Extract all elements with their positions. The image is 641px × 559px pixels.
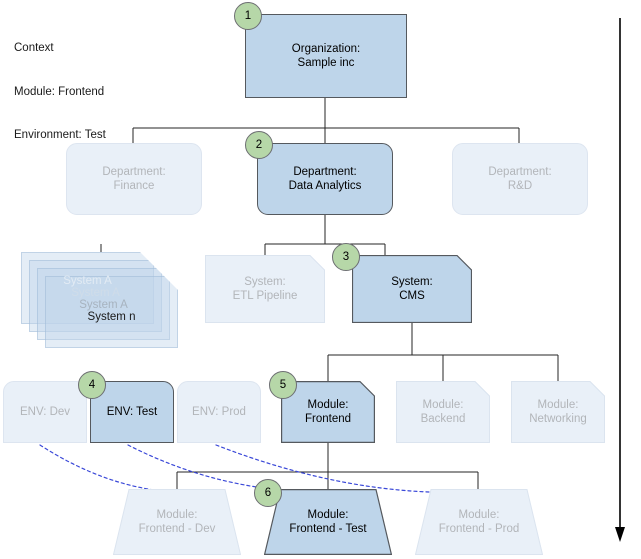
system-stack-label-1: System A — [63, 275, 112, 287]
node-department-data-analytics[interactable]: Department: Data Analytics — [257, 143, 393, 215]
badge-3[interactable]: 3 — [332, 243, 360, 271]
dashed-test-link — [127, 444, 323, 493]
dashed-prod-link — [215, 444, 473, 493]
node-department-rnd-label: Department: R&D — [488, 165, 552, 193]
node-module-frontend-label: Module: Frontend — [304, 398, 352, 425]
node-department-rnd[interactable]: Department: R&D — [452, 143, 588, 215]
context-environment: Environment: Test — [14, 129, 106, 141]
timeline-arrow — [615, 18, 625, 542]
context-caption: Context Module: Frontend Environment: Te… — [14, 12, 106, 172]
node-module-networking-label: Module: Networking — [529, 398, 587, 425]
badge-6[interactable]: 6 — [254, 479, 282, 507]
system-stack-card-2[interactable] — [29, 260, 162, 332]
badge-4[interactable]: 4 — [78, 371, 106, 399]
node-deployment-frontend-prod[interactable]: Module: Frontend - Prod — [415, 489, 543, 555]
node-env-dev-label: ENV: Dev — [19, 405, 71, 418]
context-title: Context — [14, 42, 54, 54]
node-env-prod-label: ENV: Prod — [192, 405, 246, 418]
badge-5[interactable]: 5 — [269, 371, 297, 399]
node-department-finance[interactable]: Department: Finance — [66, 143, 202, 215]
badge-1[interactable]: 1 — [234, 2, 262, 30]
system-stack-card-3[interactable] — [37, 268, 170, 340]
node-module-networking[interactable]: Module: Networking — [511, 381, 605, 443]
node-system-cms-label: System: CMS — [391, 275, 433, 302]
node-system-cms[interactable]: System: CMS — [352, 255, 472, 323]
node-deployment-frontend-test-label: Module: Frontend - Test — [289, 508, 367, 535]
node-organization-label: Organization: Sample inc — [291, 42, 361, 70]
node-module-backend[interactable]: Module: Backend — [396, 381, 490, 443]
system-stack-card-4[interactable] — [45, 276, 178, 348]
node-env-dev[interactable]: ENV: Dev — [3, 381, 87, 443]
system-stack-label-4: System n — [87, 311, 136, 323]
node-deployment-frontend-dev[interactable]: Module: Frontend - Dev — [113, 489, 241, 555]
node-organization[interactable]: Organization: Sample inc — [245, 14, 407, 98]
system-stack-label-2: System A — [71, 287, 120, 299]
node-deployment-frontend-prod-label: Module: Frontend - Prod — [438, 508, 520, 535]
node-system-etl-pipeline[interactable]: System: ETL Pipeline — [205, 255, 325, 323]
node-deployment-frontend-test[interactable]: Module: Frontend - Test — [264, 489, 392, 555]
node-department-data-analytics-label: Department: Data Analytics — [288, 165, 362, 193]
node-system-etl-pipeline-label: System: ETL Pipeline — [232, 275, 298, 302]
context-module: Module: Frontend — [14, 85, 105, 98]
node-department-finance-label: Department: Finance — [102, 165, 166, 193]
badge-2[interactable]: 2 — [245, 131, 273, 159]
system-stack-label-3: System A — [79, 299, 128, 311]
node-module-backend-label: Module: Backend — [420, 398, 466, 425]
dashed-dev-link — [39, 444, 173, 493]
system-stack-card-1[interactable] — [21, 252, 154, 324]
node-env-prod[interactable]: ENV: Prod — [177, 381, 261, 443]
node-env-test-label: ENV: Test — [106, 405, 158, 418]
node-deployment-frontend-dev-label: Module: Frontend - Dev — [138, 508, 216, 535]
